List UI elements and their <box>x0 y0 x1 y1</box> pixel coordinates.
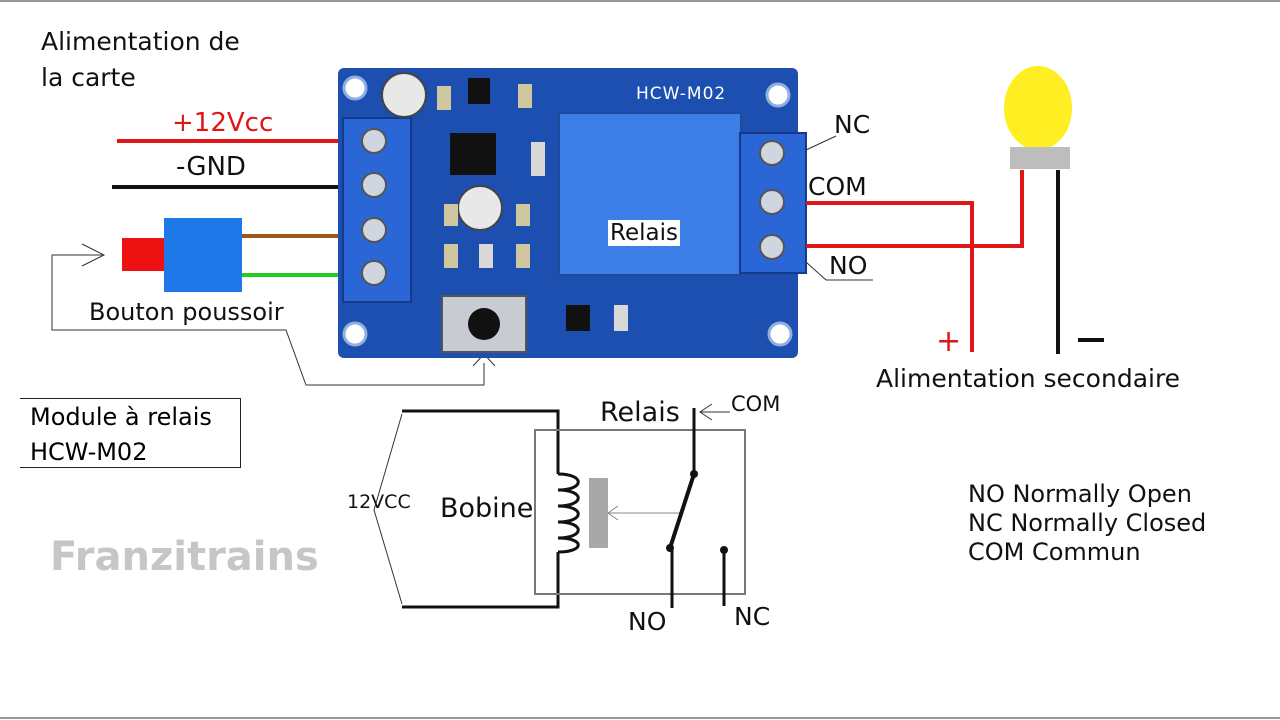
module-name-line2: HCW-M02 <box>30 438 148 466</box>
coil-wire-bottom <box>402 552 560 609</box>
com-terminal-label: COM <box>808 172 867 201</box>
smd-part <box>479 244 493 268</box>
mount-hole <box>765 82 791 108</box>
terminal-screw <box>759 189 785 215</box>
nc-terminal-label: NC <box>834 110 871 139</box>
schematic-nc-label: NC <box>734 602 771 631</box>
no-leader-line <box>805 261 827 281</box>
relay-housing <box>534 429 746 595</box>
schematic-relay-label: Relais <box>600 397 680 428</box>
smd-part <box>516 244 530 268</box>
button-cap <box>122 238 166 271</box>
board-power-title-line1: Alimentation de <box>41 27 240 56</box>
smd-part <box>614 305 628 331</box>
button-body <box>164 218 242 292</box>
smd-part <box>444 244 458 268</box>
secondary-plus-label: + <box>936 324 962 359</box>
relay-body <box>558 112 742 276</box>
board-power-title: Alimentation de la carte <box>41 24 240 96</box>
potentiometer <box>381 72 427 118</box>
schematic-com-label: COM <box>731 392 781 416</box>
ground-label: -GND <box>176 152 246 182</box>
push-button-label: Bouton poussoir <box>89 298 284 326</box>
lamp-base <box>1010 147 1070 169</box>
legend-item: COM Commun <box>968 538 1141 566</box>
voltage-bracket <box>373 413 403 605</box>
armature-core <box>589 478 608 548</box>
secondary-power-label: Alimentation secondaire <box>876 364 1181 393</box>
board-model-label: HCW-M02 <box>636 84 727 104</box>
module-name-line1: Module à relais <box>30 403 212 431</box>
mount-hole <box>342 321 368 347</box>
button-pointer-line <box>51 254 485 386</box>
terminal-screw <box>759 140 785 166</box>
smd-part <box>516 204 530 226</box>
module-name-box: Module à relais HCW-M02 <box>20 398 241 468</box>
legend-item: NC Normally Closed <box>968 509 1207 537</box>
smd-part <box>531 142 545 176</box>
terminal-screw <box>759 234 785 260</box>
arrowhead-left <box>81 243 106 267</box>
coil-wire-top <box>402 409 560 474</box>
no-wire <box>806 170 1024 248</box>
actuation-arrow <box>607 505 619 521</box>
schematic-voltage-label: 12VCC <box>347 491 411 513</box>
mount-hole <box>767 321 793 347</box>
capacitor <box>457 185 503 231</box>
terminal-screw <box>361 260 387 286</box>
switch-blade <box>668 473 696 549</box>
coil-symbol <box>557 472 580 554</box>
nc-leader-line <box>805 135 837 151</box>
ic-chip <box>450 133 496 175</box>
lamp-bulb <box>1004 66 1072 150</box>
board-power-title-line2: la carte <box>41 63 136 92</box>
smd-part <box>437 86 451 110</box>
watermark: Franzitrains <box>50 534 319 580</box>
schematic-coil-label: Bobine <box>440 493 534 524</box>
schematic-no-label: NO <box>628 607 667 636</box>
mount-hole <box>342 75 368 101</box>
smd-part <box>518 84 532 108</box>
relay-label: Relais <box>608 220 680 246</box>
terminal-screw <box>361 128 387 154</box>
relay-board <box>338 68 807 358</box>
positive-voltage-label: +12Vcc <box>172 108 274 138</box>
no-terminal-label: NO <box>829 251 868 280</box>
terminal-screw <box>361 217 387 243</box>
terminal-screw <box>361 172 387 198</box>
tactile-switch-knob <box>468 308 500 340</box>
legend-item: NO Normally Open <box>968 480 1192 508</box>
abbreviation-legend: NO Normally Open NC Normally Closed COM … <box>968 480 1206 567</box>
com-wire <box>806 201 974 352</box>
smd-part <box>468 78 490 104</box>
smd-part <box>444 204 458 226</box>
relay-schematic <box>373 403 746 609</box>
smd-part <box>566 305 590 331</box>
